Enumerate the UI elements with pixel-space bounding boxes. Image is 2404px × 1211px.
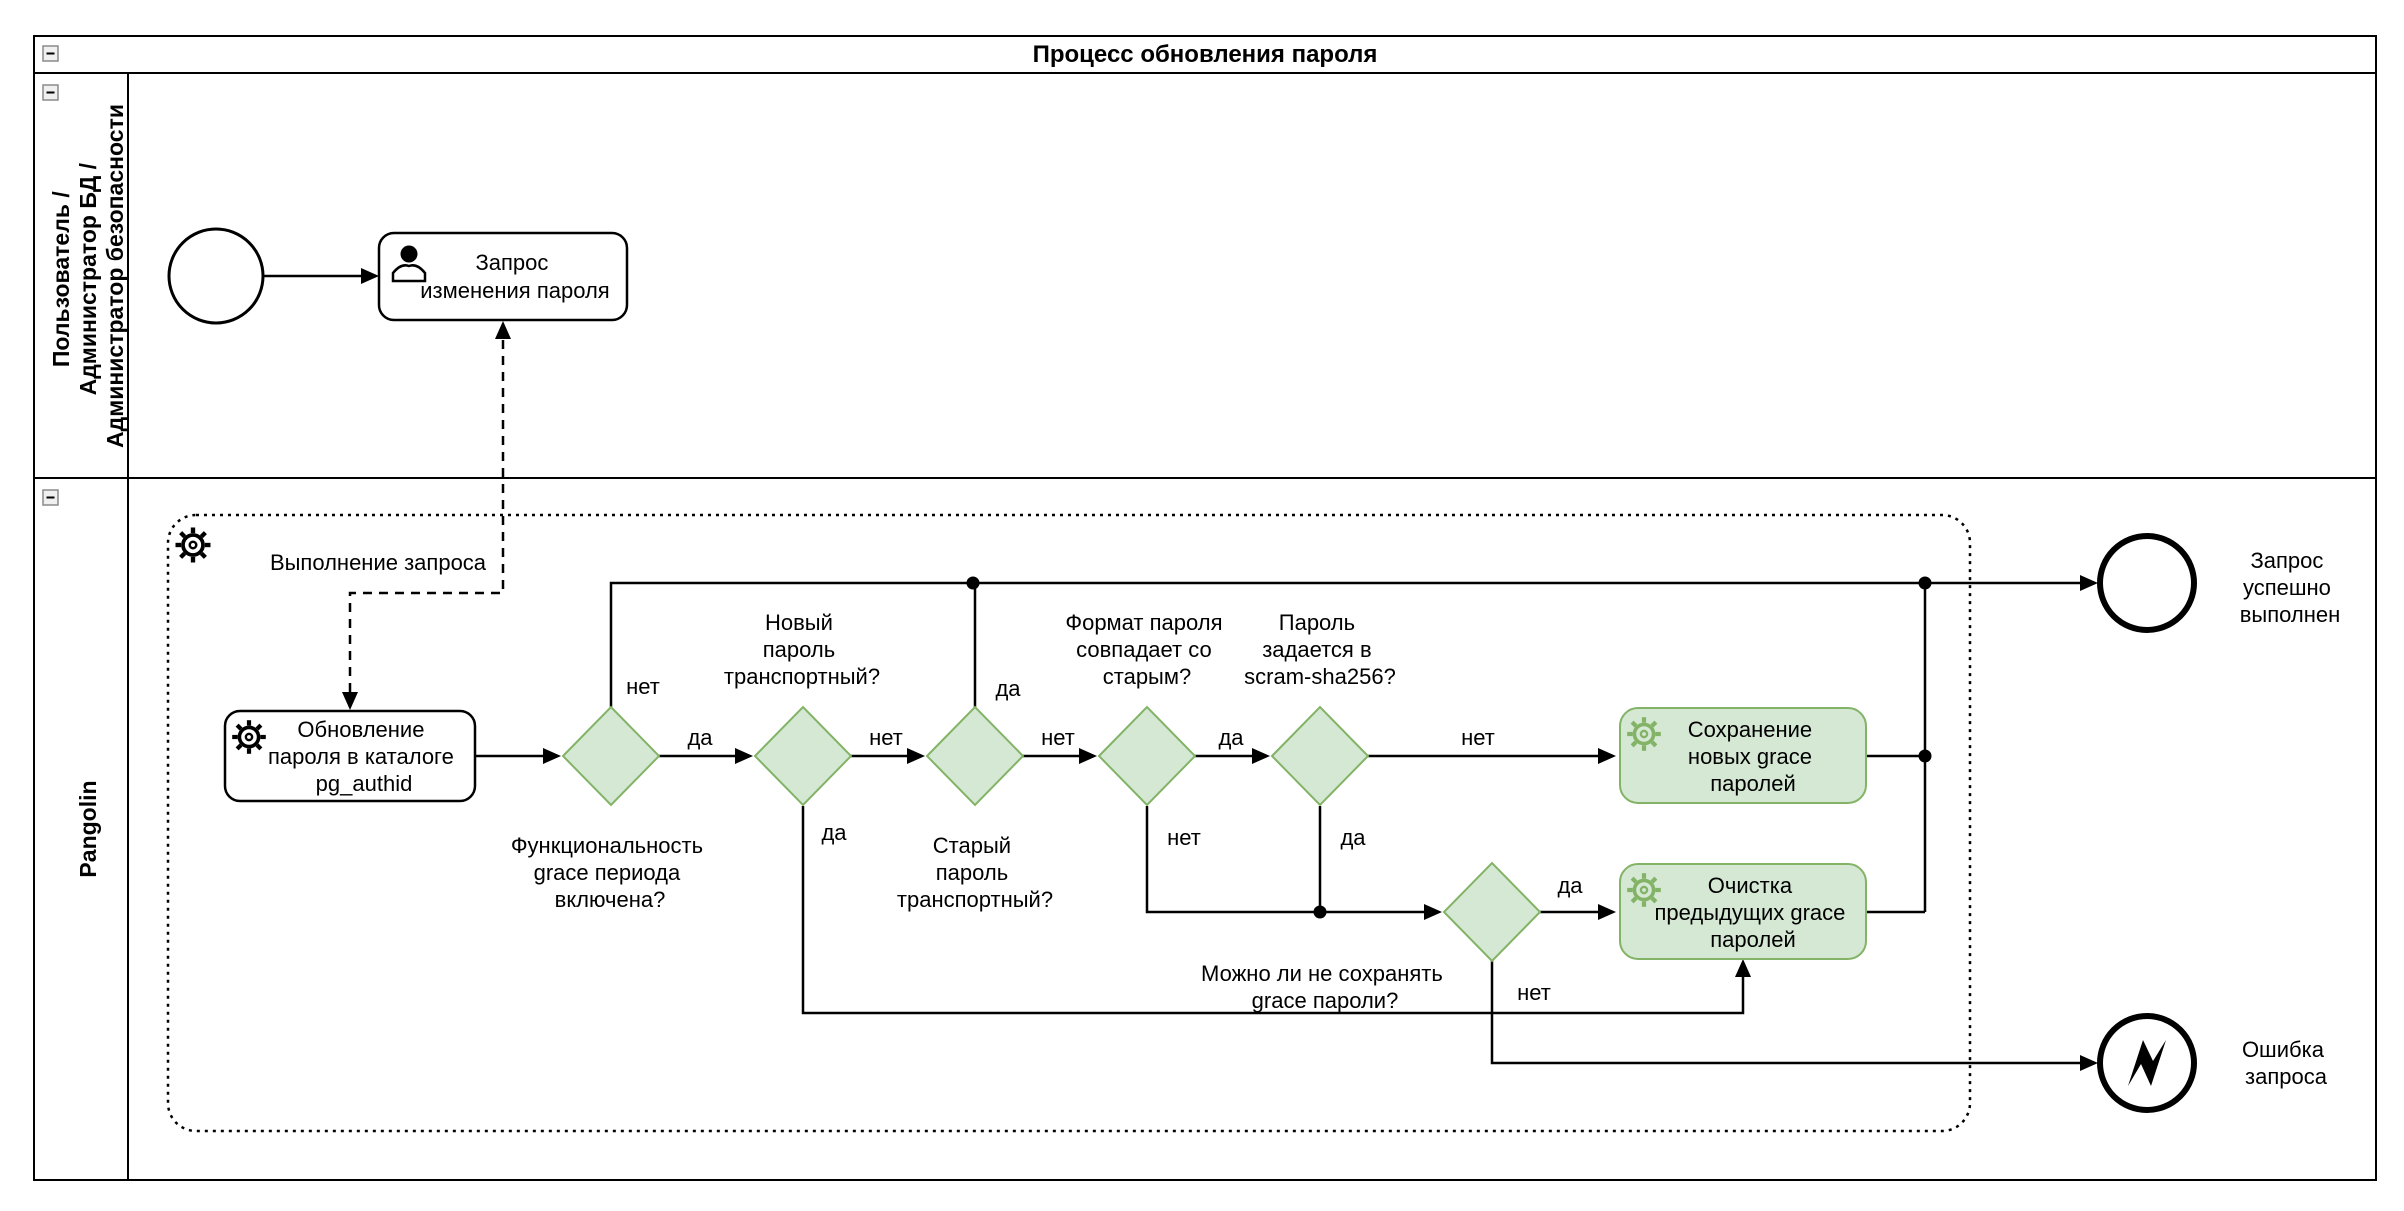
junction-dot: [966, 576, 980, 590]
lane1-label: Пользователь / Администратор БД / Админи…: [48, 104, 128, 448]
gateway-old-password-transport[interactable]: [925, 705, 1025, 807]
gateway-6-question: Можно ли не сохранять grace пароли?: [1201, 961, 1449, 1013]
g1-yes-label: да: [687, 725, 713, 750]
gateway-1-question: Функциональность grace периода включена?: [511, 833, 709, 912]
g4-yes-label: да: [1218, 725, 1244, 750]
pool-collapse-button[interactable]: [42, 45, 59, 62]
g1-no-label: нет: [626, 674, 660, 699]
task-update-pg-authid[interactable]: Обновление пароля в каталоге pg_authid: [223, 709, 477, 803]
message-flow-execution: [342, 321, 511, 710]
g3-no-label: нет: [1041, 725, 1075, 750]
task-clear-grace-passwords[interactable]: Очистка предыдущих grace паролей: [1619, 863, 1867, 960]
g5-no-label: нет: [1461, 725, 1495, 750]
gateway-grace-enabled[interactable]: [561, 705, 661, 807]
task-save-grace-passwords[interactable]: Сохранение новых grace паролей: [1619, 707, 1867, 804]
end-success-label: Запрос успешно выполнен: [2240, 548, 2341, 627]
svg-text:Пользователь / Администр: Пользователь / Администратор БД / Админи…: [48, 104, 128, 448]
gateway-3-question: Старый пароль транспортный?: [897, 833, 1053, 912]
start-event[interactable]: [167, 227, 265, 325]
junction-dot: [1918, 576, 1932, 590]
pool-border: [33, 35, 2377, 1181]
gateway-skip-grace-save[interactable]: [1442, 861, 1542, 963]
lane1-collapse-button[interactable]: [42, 84, 59, 101]
pool-title: Процесс обновления пароля: [1033, 41, 1378, 68]
user-icon: [391, 245, 427, 283]
gateway-2-question: Новый пароль транспортный?: [724, 610, 880, 689]
svg-text:Pangolin: Pangolin: [75, 780, 101, 877]
junction-dot: [1918, 749, 1932, 763]
flow-g2-yes-to-clear: [801, 806, 1751, 1015]
end-error-label: Ошибка запроса: [2242, 1037, 2330, 1089]
g6-yes-label: да: [1557, 873, 1583, 898]
task-label: Запрос изменения пароля: [420, 250, 609, 303]
g2-yes-label: да: [821, 820, 847, 845]
task-label: Обновление пароля в каталоге pg_authid: [268, 717, 460, 796]
end-event-error[interactable]: [2097, 1013, 2197, 1113]
junction-dot: [1313, 905, 1327, 919]
task-label: Очистка предыдущих grace паролей: [1654, 873, 1851, 952]
lane2-collapse-button[interactable]: [42, 489, 59, 506]
flow-g6-no-to-error: [1490, 961, 2098, 1071]
gateway-5-question: Пароль задается в scram-sha256?: [1244, 610, 1396, 689]
task-password-change-request[interactable]: Запрос изменения пароля: [377, 231, 629, 322]
flow-g4-no-to-g6: [1145, 806, 1442, 920]
gateway-new-password-transport[interactable]: [753, 705, 853, 807]
g2-no-label: нет: [869, 725, 903, 750]
lane2-label: Pangolin: [75, 780, 101, 877]
error-bolt-icon: [2128, 1040, 2166, 1086]
flow-g1-no-to-success: [609, 575, 2098, 707]
gear-icon: [176, 528, 211, 563]
gateway-format-matches-old[interactable]: [1097, 705, 1197, 807]
g3-yes-label: да: [995, 676, 1021, 701]
task-label: Сохранение новых grace паролей: [1688, 717, 1819, 796]
g6-no-label: нет: [1517, 980, 1551, 1005]
end-event-success[interactable]: [2097, 533, 2197, 633]
gateway-4-question: Формат пароля совпадает со старым?: [1065, 610, 1228, 689]
message-flow-label: Выполнение запроса: [270, 550, 487, 575]
gateway-scram-sha256[interactable]: [1270, 705, 1370, 807]
g4-no-label: нет: [1167, 825, 1201, 850]
subprocess-container[interactable]: [166, 513, 1972, 1133]
g5-yes-label: да: [1340, 825, 1366, 850]
